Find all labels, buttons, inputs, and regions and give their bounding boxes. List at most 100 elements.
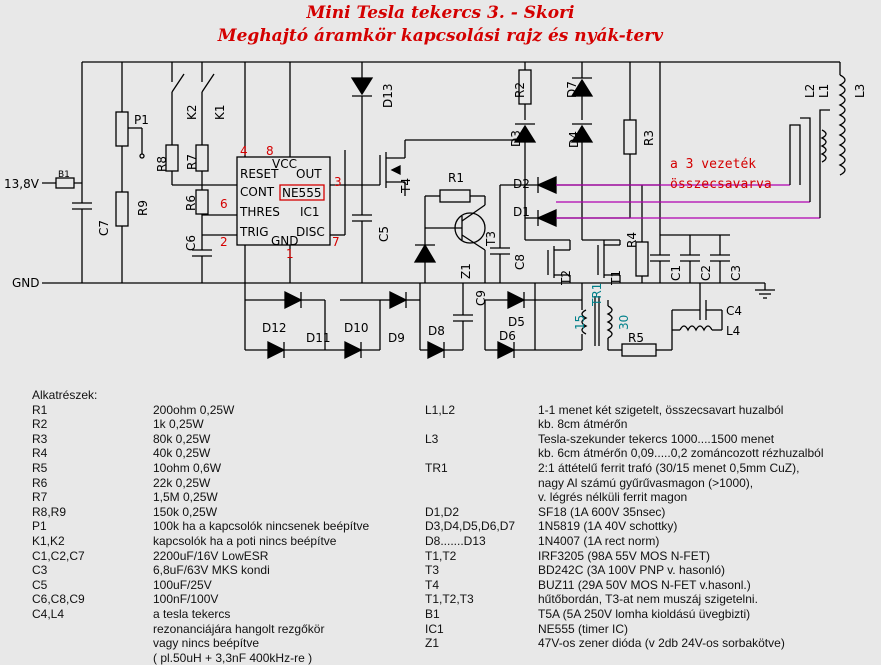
resistor-r9 (115, 62, 129, 283)
part-value: NE555 (timer IC) (538, 621, 629, 636)
part-id: T4 (425, 577, 440, 592)
label-r5: R5 (628, 331, 644, 345)
part-value: 1N4007 (1A rect norm) (538, 533, 660, 548)
part-value: 80k 0,25W (153, 431, 211, 446)
label-d3: D3 (509, 130, 523, 147)
label-l2: L2 (803, 84, 817, 98)
part-id: T1,T2,T3 (425, 592, 474, 607)
label-30: 30 (617, 315, 631, 330)
title-line-1: Mini Tesla tekercs 3. - Skori (306, 3, 575, 23)
part-id: R4 (32, 446, 48, 461)
part-value: 22k 0,25W (153, 475, 211, 490)
part-value: nagy Al számú gyűrűvasmagon (>1000), (538, 475, 754, 490)
part-id: R1 (32, 402, 48, 417)
capacitor-c5 (352, 214, 372, 283)
part-value: ( pl.50uH + 3,3nF 400kHz-re ) (153, 650, 313, 665)
diode-d13 (350, 62, 374, 215)
part-value (538, 388, 878, 403)
part-id: K1,K2 (32, 533, 65, 548)
resistor-r2 (518, 62, 532, 120)
parts-right-values: 1-1 menet két szigetelt, összecsavart hu… (538, 388, 878, 651)
part-value: Tesla-szekunder tekercs 1000....1500 men… (538, 431, 775, 446)
label-d11: D11 (306, 331, 331, 345)
part-id: R8,R9 (32, 504, 67, 519)
ic-pin-disc: DISC (296, 225, 325, 239)
label-c8: C8 (513, 254, 527, 270)
ic-pin-thres: THRES (239, 205, 280, 219)
part-id: Z1 (425, 636, 440, 651)
part-id: T1,T2 (425, 548, 457, 563)
label-l1: L1 (817, 84, 831, 98)
ic-pin-trig: TRIG (239, 225, 269, 239)
part-id: TR1 (425, 460, 448, 475)
pin-1: 1 (286, 247, 294, 261)
part-value: 6,8uF/63V MKS kondi (153, 563, 270, 578)
title-block: Mini Tesla tekercs 3. - Skori Meghajtó á… (0, 2, 881, 48)
label-d5: D5 (508, 315, 525, 329)
part-id: R3 (32, 431, 48, 446)
resistor-r4 (635, 185, 649, 283)
part-id: C5 (32, 577, 48, 592)
part-value: 2:1 áttételű ferrit trafó (30/15 menet 0… (538, 460, 800, 475)
part-value: v. légrés nélküli ferrit magon (538, 490, 688, 505)
label-c1: C1 (669, 265, 683, 281)
part-id: C4,L4 (32, 606, 65, 621)
label-l3: L3 (853, 84, 867, 98)
ic1-name-box (279, 184, 325, 201)
label-k2: K2 (185, 104, 199, 120)
lc-c4-l4 (671, 283, 723, 350)
part-value: 47V-os zener dióda (v 2db 24V-os sorbakö… (538, 636, 785, 651)
label-d12: D12 (262, 321, 287, 335)
ic-id: IC1 (300, 205, 320, 219)
part-value: SF18 (1A 600V 35nsec) (538, 504, 666, 519)
diode-d4 (570, 123, 594, 240)
ic1-box (236, 156, 331, 246)
part-value: 1-1 menet két szigetelt, összecsavart hu… (538, 402, 784, 417)
transformer-tr1 (535, 283, 613, 351)
label-r8: R8 (155, 156, 169, 172)
ic-pin-cont: CONT (240, 185, 275, 199)
schematic-diagram: 13,8V GND B1 C7 R9 P1 R8 R7 R6 C6 K2 K1 … (4, 61, 867, 360)
ic-pin-vcc: VCC (272, 157, 297, 171)
part-id: C6,C8,C9 (32, 592, 85, 607)
switch-k2 (171, 62, 185, 110)
label-d8: D8 (428, 324, 445, 338)
ic-name: NE555 (282, 186, 321, 200)
part-id: R7 (32, 490, 48, 505)
part-value (153, 388, 423, 403)
part-id (425, 476, 535, 491)
part-value: 1N5819 (1A 40V schottky) (538, 519, 678, 534)
label-c6: C6 (184, 235, 198, 251)
transistor-t2 (525, 239, 571, 283)
part-id: R5 (32, 460, 48, 475)
part-id: R6 (32, 475, 48, 490)
gnd-label: GND (12, 276, 40, 290)
diode-d6 (485, 283, 536, 360)
part-value: 100k ha a kapcsolók nincsenek beépítve (153, 519, 370, 534)
label-t4: T4 (399, 178, 413, 194)
capacitor-c2 (680, 235, 700, 283)
label-c4: C4 (726, 304, 742, 318)
transistor-t3 (425, 196, 486, 283)
label-d9: D9 (388, 331, 405, 345)
diode-d3 (513, 123, 537, 240)
part-id: D3,D4,D5,D6,D7 (425, 519, 516, 534)
coil-l1-l2 (789, 109, 830, 218)
label-t2: T2 (559, 270, 573, 286)
label-d4: D4 (567, 131, 581, 148)
gnd-rail (42, 225, 765, 284)
part-value: a tesla tekercs (153, 606, 231, 621)
label-d7: D7 (565, 81, 579, 98)
capacitor-c9 (453, 283, 473, 350)
label-t1: T1 (609, 270, 623, 286)
part-value: vagy nincs beépítve (153, 636, 260, 651)
note-line-2: összecsavarva (670, 177, 772, 192)
transistor-t4 (379, 139, 525, 196)
part-value: kb. 8cm átmérőn (538, 417, 628, 432)
label-d6: D6 (499, 329, 516, 343)
part-id: P1 (32, 519, 47, 534)
label-tr1: TR1 (590, 283, 604, 307)
label-r7: R7 (185, 154, 199, 170)
supply-label: 13,8V (4, 177, 40, 191)
